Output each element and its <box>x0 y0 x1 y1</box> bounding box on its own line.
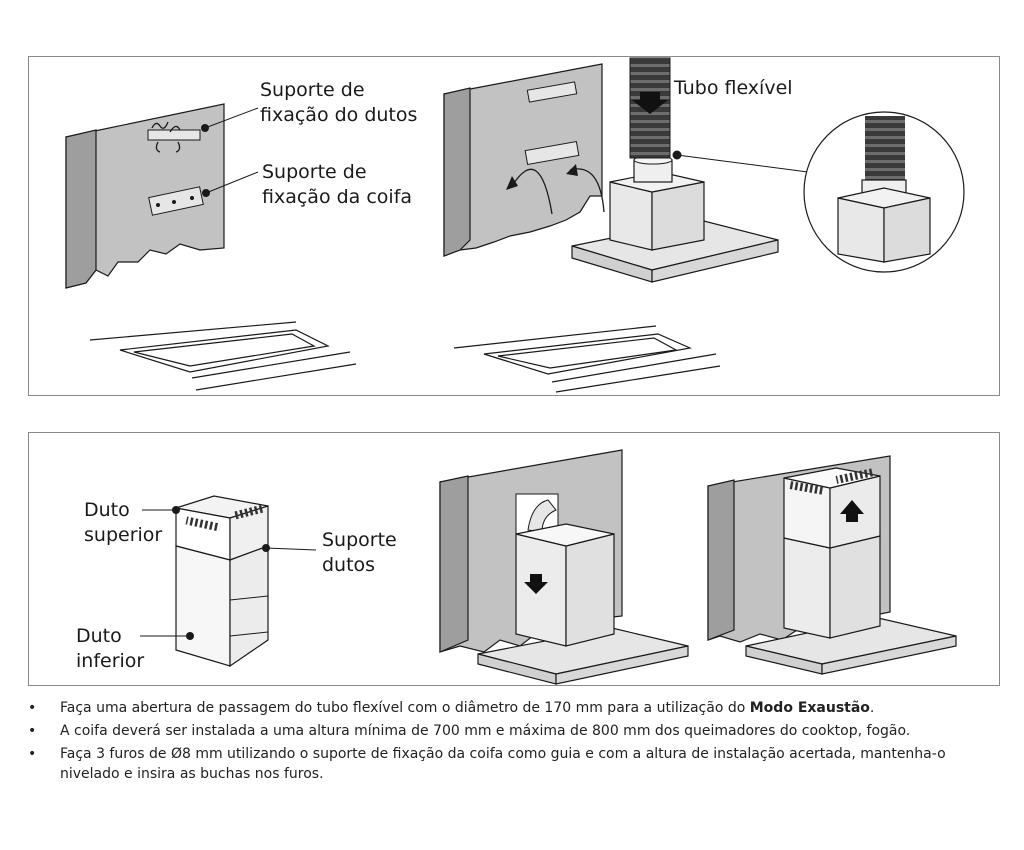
label-upper-duct-line2: superior <box>84 524 163 546</box>
label-lower-duct: Duto inferior <box>76 624 144 674</box>
duct-bracket <box>147 107 259 153</box>
hood-bracket <box>148 171 259 216</box>
label-upper-duct: Duto superior <box>84 498 162 548</box>
detail-magnify-circle <box>803 111 965 273</box>
label-duct-support: Suporte dutos <box>322 528 397 578</box>
label-upper-duct-line1: Duto <box>84 499 130 521</box>
label-duct-support-line2: dutos <box>322 554 376 576</box>
wall-with-hood <box>443 57 809 283</box>
label-duct-bracket: Suporte de fixação do dutos <box>260 78 417 128</box>
cooktop-outline-left <box>89 321 357 391</box>
label-lower-duct-line2: inferior <box>76 650 145 672</box>
installation-notes: • Faça uma abertura de passagem do tubo … <box>26 698 1006 787</box>
label-flex-tube: Tubo flexível <box>674 77 793 99</box>
note-3-text: Faça 3 furos de Ø8 mm utilizando o supor… <box>60 746 946 782</box>
install-duct-up <box>707 455 957 675</box>
wall-with-brackets <box>65 103 259 289</box>
bullet: • <box>28 746 37 762</box>
note-item: • A coifa deverá ser instalada a uma alt… <box>26 721 1006 741</box>
label-hood-bracket: Suporte de fixação da coifa <box>262 160 412 210</box>
cooktop-outline-middle <box>453 325 721 393</box>
duct-assembly <box>140 495 317 668</box>
note-1-text: Faça uma abertura de passagem do tubo fl… <box>60 700 750 716</box>
bullet: • <box>28 700 37 716</box>
install-duct-down <box>439 449 689 685</box>
bullet: • <box>28 723 37 739</box>
note-1-tail: . <box>869 700 875 716</box>
label-hood-bracket-line2: fixação da coifa <box>262 186 413 208</box>
label-hood-bracket-line1: Suporte de <box>262 161 367 183</box>
note-item: • Faça 3 furos de Ø8 mm utilizando o sup… <box>26 744 1006 784</box>
note-1-bold: Modo Exaustão <box>749 700 870 716</box>
installation-illustrations <box>65 57 965 685</box>
label-duct-support-line1: Suporte <box>322 529 397 551</box>
label-lower-duct-line1: Duto <box>76 625 122 647</box>
note-2-text: A coifa deverá ser instalada a uma altur… <box>60 723 911 739</box>
label-duct-bracket-line2: fixação do dutos <box>260 104 418 126</box>
note-item: • Faça uma abertura de passagem do tubo … <box>26 698 1006 718</box>
label-duct-bracket-line1: Suporte de <box>260 79 365 101</box>
